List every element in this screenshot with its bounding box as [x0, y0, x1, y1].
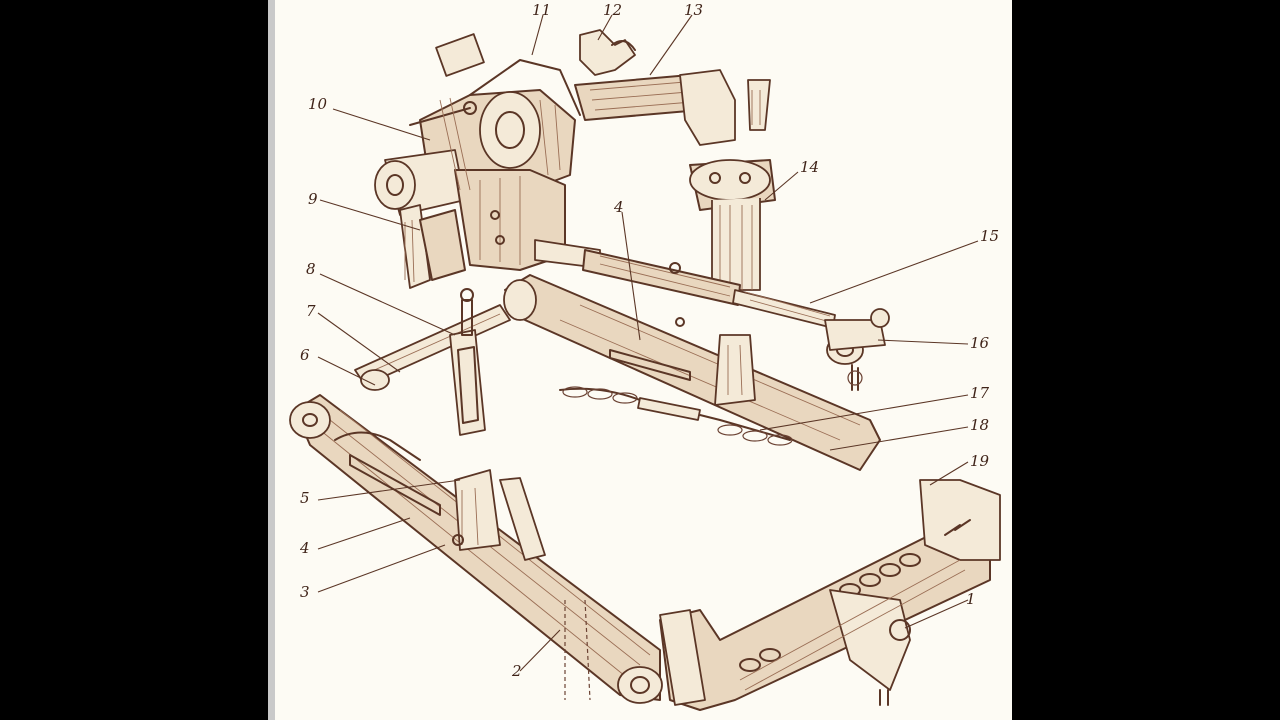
- callout-10: 10: [308, 95, 328, 113]
- callout-18: 18: [970, 416, 989, 434]
- upper-arm-assembly: [574, 29, 771, 146]
- callout-15: 15: [980, 227, 999, 245]
- drawbar: [659, 479, 1001, 711]
- callout-8: 8: [306, 260, 316, 278]
- callout-16: 16: [970, 334, 990, 352]
- left-lower-link: [289, 394, 663, 704]
- callout-19: 19: [970, 452, 990, 470]
- callout-4-upper: 4: [613, 198, 624, 216]
- callout-13: 13: [684, 1, 703, 19]
- callout-11: 11: [532, 1, 551, 19]
- callout-1: 1: [966, 590, 976, 608]
- callout-3: 3: [300, 583, 310, 601]
- callout-labels: 11 12 13 10 9 4 14 15 8 7 16 6 17 18 19 …: [299, 1, 999, 680]
- callout-14: 14: [800, 158, 819, 176]
- callout-7: 7: [306, 302, 316, 320]
- callout-9: 9: [308, 190, 318, 208]
- callout-6: 6: [300, 346, 310, 364]
- callout-5: 5: [300, 489, 310, 507]
- page-gutter: [268, 0, 275, 720]
- left-letterbox: [0, 0, 268, 720]
- limiting-chain-right: [559, 386, 793, 446]
- leader-lines: [317, 14, 979, 672]
- callout-2: 2: [511, 662, 522, 680]
- upper-link-rod: [534, 239, 890, 391]
- vertical-cylinder: [689, 159, 776, 291]
- lower-cross-shaft: [354, 288, 511, 436]
- callout-12: 12: [603, 1, 622, 19]
- callout-4-lower: 4: [299, 539, 310, 557]
- right-letterbox: [1012, 0, 1280, 720]
- right-lower-link: [503, 274, 881, 471]
- callout-17: 17: [970, 384, 990, 402]
